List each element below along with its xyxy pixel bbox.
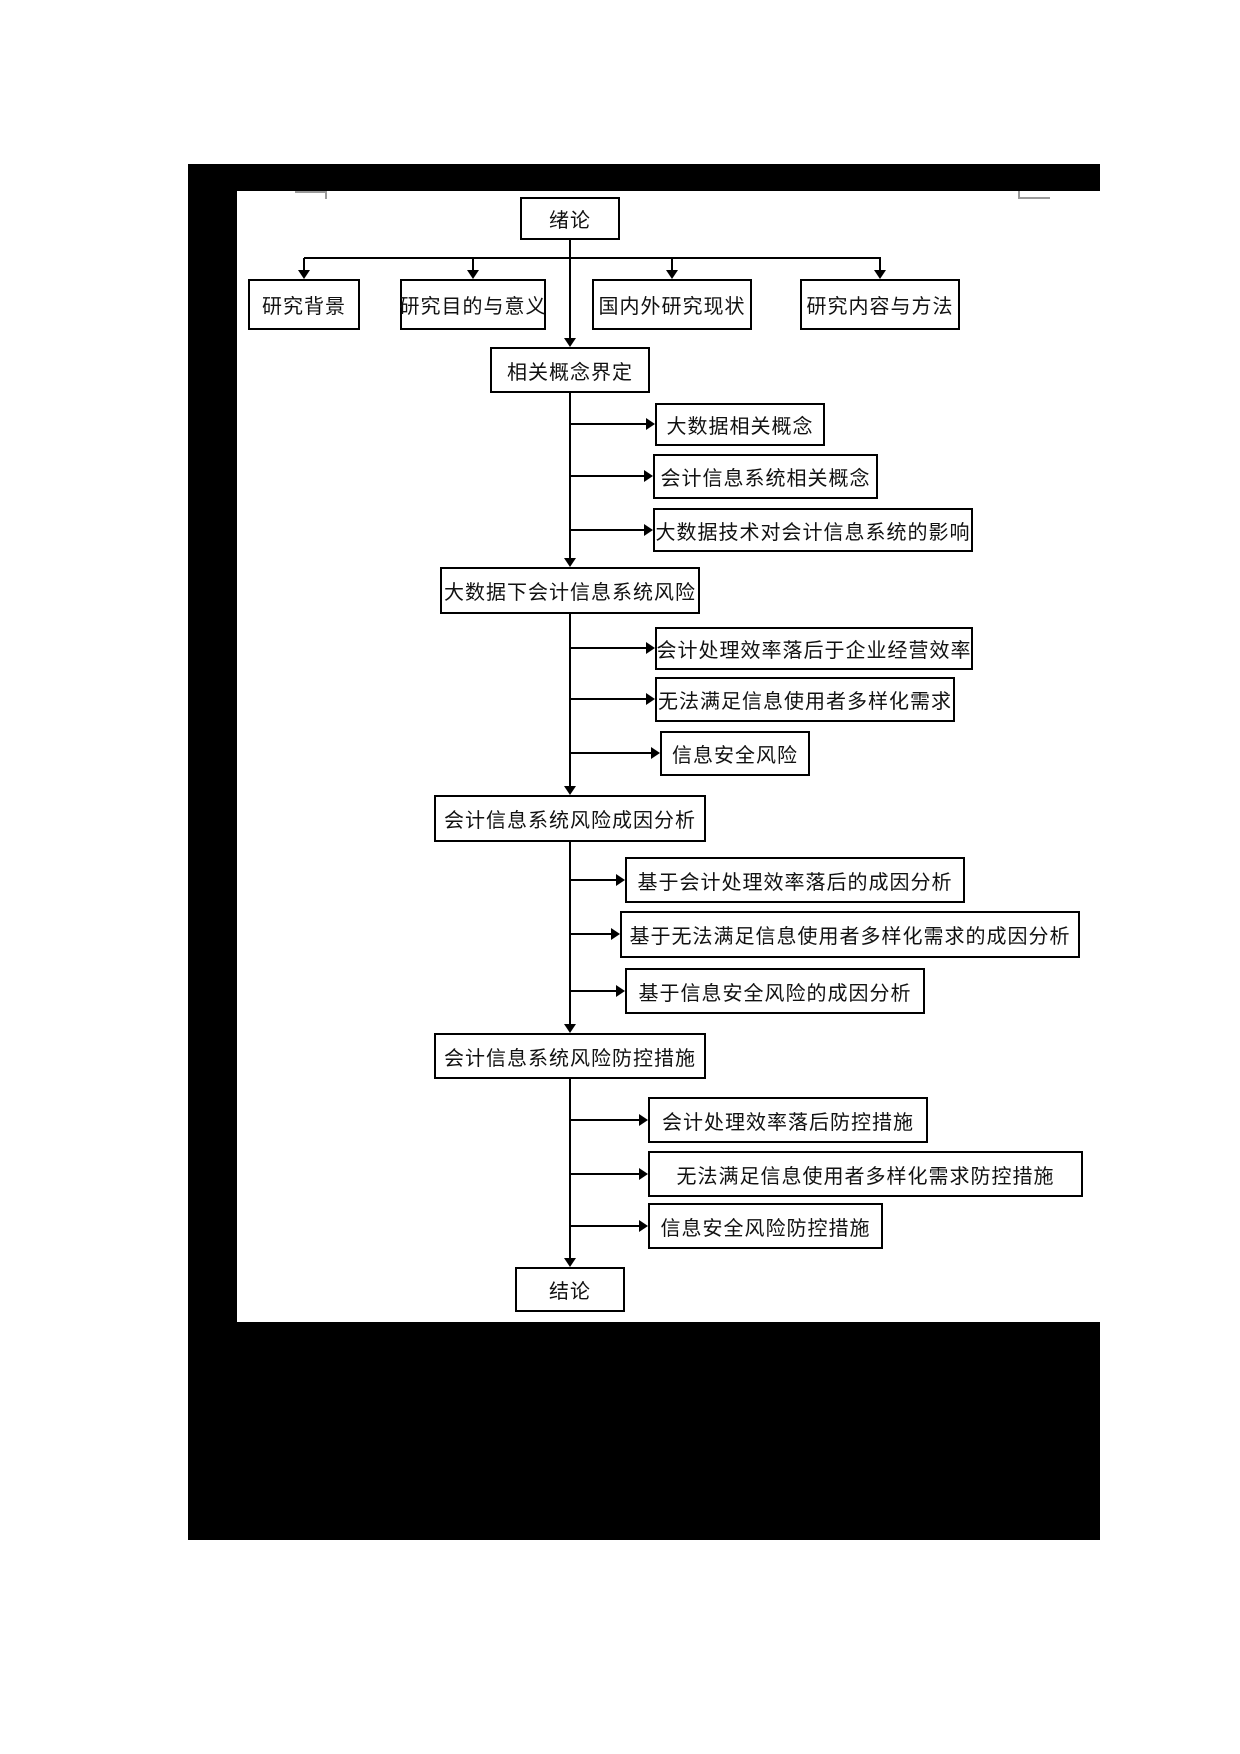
connector-branch-6 (569, 752, 651, 754)
arrowhead-right-9 (616, 985, 625, 997)
arrowhead-down-4 (564, 1024, 576, 1033)
margin-mark-left (295, 191, 327, 199)
arrowhead-right-4 (646, 642, 655, 654)
flow-node-risk-efficiency: 会计处理效率落后于企业经营效率 (655, 627, 973, 670)
connector-drop-2 (472, 258, 474, 271)
connector-distributor (304, 257, 881, 259)
flow-node-risk-security: 信息安全风险 (660, 731, 810, 776)
arrowhead-drop-4 (874, 270, 886, 279)
arrowhead-drop-1 (298, 270, 310, 279)
margin-mark-right (1018, 191, 1050, 199)
connector-trunk-3 (569, 614, 571, 786)
flow-node-bigdata-concept: 大数据相关概念 (655, 403, 825, 446)
flow-node-risk-demand: 无法满足信息使用者多样化需求 (655, 677, 955, 722)
arrowhead-right-10 (639, 1114, 648, 1126)
flow-node-ais-risk: 大数据下会计信息系统风险 (440, 567, 700, 614)
connector-branch-7 (569, 879, 616, 881)
flow-node-research-purpose: 研究目的与意义 (400, 279, 546, 330)
connector-branch-5 (569, 698, 646, 700)
arrowhead-down-1 (564, 338, 576, 347)
flow-node-ais-concept: 会计信息系统相关概念 (653, 454, 878, 499)
flow-node-cause-demand: 基于无法满足信息使用者多样化需求的成因分析 (620, 911, 1080, 958)
connector-branch-3 (569, 529, 644, 531)
arrowhead-right-12 (639, 1220, 648, 1232)
arrowhead-right-3 (644, 524, 653, 536)
flow-node-conclusion: 结论 (515, 1267, 625, 1312)
connector-branch-10 (569, 1119, 639, 1121)
arrowhead-right-6 (651, 747, 660, 759)
flow-node-research-status: 国内外研究现状 (592, 279, 752, 330)
flow-node-cause-security: 基于信息安全风险的成因分析 (625, 968, 925, 1014)
connector-branch-2 (569, 475, 644, 477)
connector-drop-1 (303, 258, 305, 271)
flow-node-prevention-efficiency: 会计处理效率落后防控措施 (648, 1097, 928, 1143)
connector-branch-1 (569, 423, 646, 425)
arrowhead-drop-3 (666, 270, 678, 279)
flow-node-prevention-security: 信息安全风险防控措施 (648, 1203, 883, 1249)
flow-node-bigdata-impact: 大数据技术对会计信息系统的影响 (653, 508, 973, 552)
arrowhead-right-8 (611, 928, 620, 940)
arrowhead-down-5 (564, 1258, 576, 1267)
flow-node-intro: 绪论 (520, 197, 620, 240)
flow-node-prevention-demand: 无法满足信息使用者多样化需求防控措施 (648, 1151, 1083, 1197)
connector-drop-3 (671, 258, 673, 271)
connector-trunk-1 (569, 240, 571, 338)
flow-node-cause-efficiency: 基于会计处理效率落后的成因分析 (625, 857, 965, 903)
connector-trunk-5 (569, 1079, 571, 1258)
flow-node-prevention: 会计信息系统风险防控措施 (434, 1033, 706, 1079)
connector-branch-12 (569, 1225, 639, 1227)
connector-drop-4 (879, 258, 881, 271)
arrowhead-right-1 (646, 418, 655, 430)
connector-branch-4 (569, 647, 646, 649)
connector-branch-11 (569, 1173, 639, 1175)
arrowhead-down-3 (564, 786, 576, 795)
arrowhead-right-2 (644, 470, 653, 482)
arrowhead-right-7 (616, 874, 625, 886)
connector-branch-8 (569, 933, 611, 935)
arrowhead-right-11 (639, 1168, 648, 1180)
arrowhead-down-2 (564, 558, 576, 567)
flow-node-concept-definition: 相关概念界定 (490, 347, 650, 393)
flow-node-research-background: 研究背景 (248, 279, 360, 330)
flow-node-cause-analysis: 会计信息系统风险成因分析 (434, 795, 706, 842)
arrowhead-right-5 (646, 693, 655, 705)
arrowhead-drop-2 (467, 270, 479, 279)
connector-branch-9 (569, 990, 616, 992)
flow-node-research-methods: 研究内容与方法 (800, 279, 960, 330)
